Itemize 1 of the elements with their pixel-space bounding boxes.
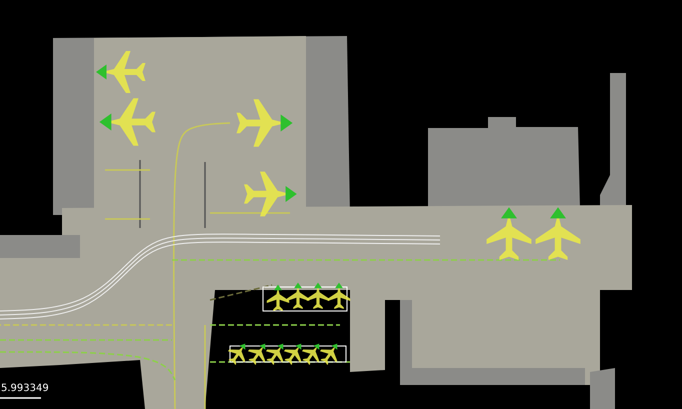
coordinate-readout: 5.993349 (1, 383, 49, 394)
